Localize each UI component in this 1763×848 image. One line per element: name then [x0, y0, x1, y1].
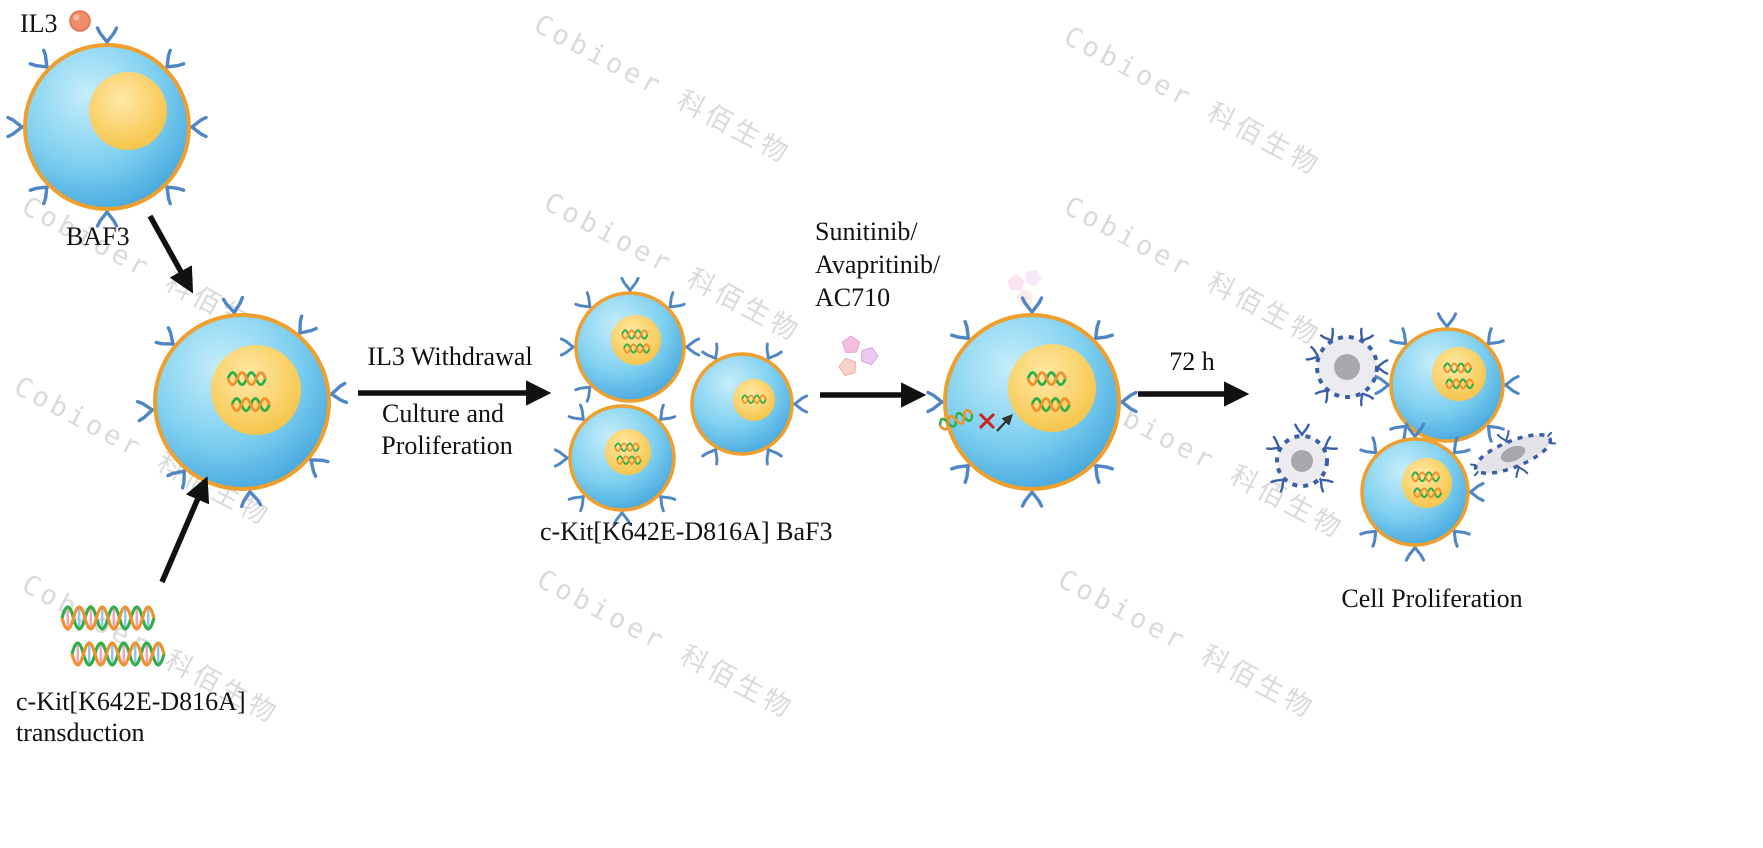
drug-label-line1: Sunitinib/	[815, 217, 918, 246]
ckit-baf3-cell-1	[559, 276, 701, 403]
transduction-label-line2: transduction	[16, 718, 145, 747]
apoptotic-cell-1	[1305, 327, 1389, 407]
arrow-baf3-to-transduced	[147, 214, 194, 294]
il3-label: IL3	[20, 9, 58, 38]
apoptotic-cell-3	[1469, 429, 1557, 479]
result-label: Cell Proliferation	[1341, 584, 1522, 613]
apoptotic-cell-2	[1266, 423, 1338, 493]
drug-label-line3: AC710	[815, 283, 890, 312]
inhibition-mark-icon	[936, 407, 1013, 433]
withdrawal-label-line2: Culture and	[382, 399, 504, 428]
il3-ligand-icon	[69, 10, 91, 32]
watermark-text: Cobioer 科佰生物	[529, 9, 796, 171]
proliferating-cell-2	[1359, 422, 1485, 562]
drug-molecule-icon	[836, 335, 881, 377]
transduction-label-line1: c-Kit[K642E-D816A]	[16, 687, 246, 716]
watermark-text: Cobioer 科佰生物	[1053, 564, 1320, 726]
proliferating-cell-1	[1374, 312, 1520, 443]
baf3-cell	[6, 26, 208, 228]
watermark-text: Cobioer 科佰生物	[532, 564, 799, 726]
watermark-text: Cobioer 科佰生物	[1059, 21, 1326, 183]
ckit-baf3-cell-3	[553, 403, 677, 527]
watermark-text: Cobioer 科佰生物	[1059, 191, 1326, 353]
transduced-cell	[135, 295, 349, 509]
withdrawal-label-line3: Proliferation	[381, 431, 512, 460]
withdrawal-label-line1: IL3 Withdrawal	[367, 342, 532, 371]
baf3-label: BAF3	[66, 222, 130, 251]
duration-label: 72 h	[1169, 347, 1215, 376]
cluster-label: c-Kit[K642E-D816A] BaF3	[540, 517, 832, 546]
arrow-transduction	[159, 476, 210, 584]
ckit-baf3-cell-2	[690, 342, 809, 466]
drug-label-line2: Avapritinib/	[815, 250, 941, 279]
drug-treated-cell	[926, 296, 1138, 508]
